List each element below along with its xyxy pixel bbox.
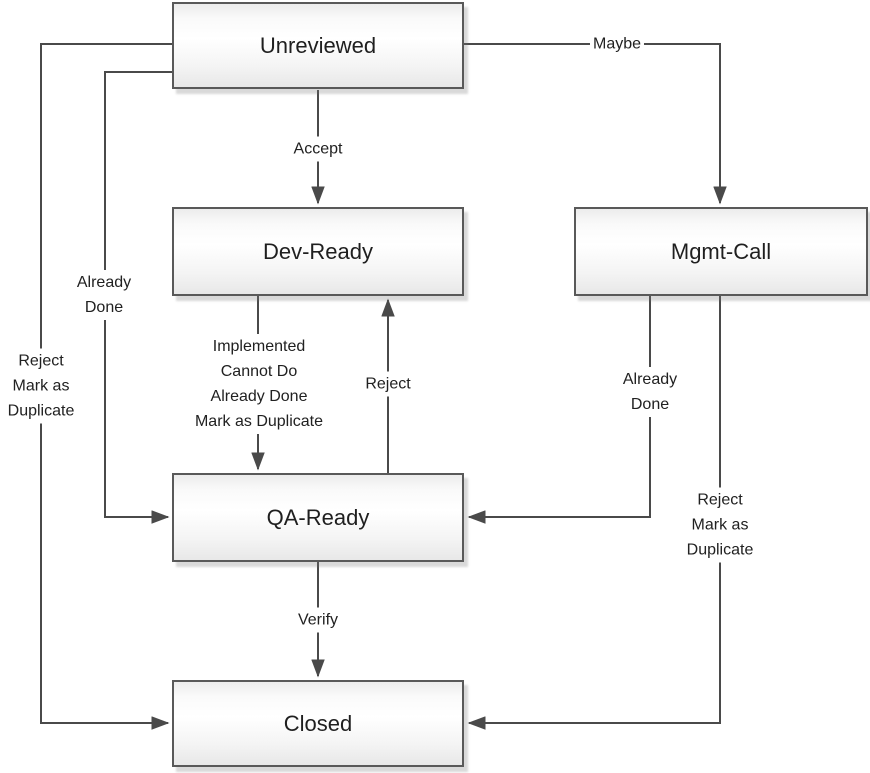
node-closed: Closed bbox=[172, 680, 464, 767]
edge-label-already-done-left: Already Done bbox=[73, 270, 135, 320]
edge-label-implemented-options: Implemented Cannot Do Already Done Mark … bbox=[191, 334, 327, 434]
edge-label-maybe: Maybe bbox=[589, 31, 645, 57]
node-mgmt-call: Mgmt-Call bbox=[574, 207, 868, 296]
edge-unreviewed-to-mgmt-call-line bbox=[464, 43, 727, 205]
edge-label-reject-center: Reject bbox=[362, 371, 414, 397]
node-unreviewed-label: Unreviewed bbox=[259, 32, 377, 58]
node-mgmt-call-label: Mgmt-Call bbox=[670, 238, 772, 264]
edge-label-accept: Accept bbox=[290, 136, 346, 162]
edge-label-reject-duplicate-right: Reject Mark as Duplicate bbox=[683, 487, 757, 563]
node-closed-label: Closed bbox=[283, 710, 353, 736]
edge-mgmt-call-to-closed-line bbox=[467, 296, 721, 730]
edge-label-reject-duplicate-left: Reject Mark as Duplicate bbox=[4, 348, 78, 424]
node-qa-ready: QA-Ready bbox=[172, 473, 464, 562]
node-dev-ready: Dev-Ready bbox=[172, 207, 464, 296]
node-unreviewed: Unreviewed bbox=[172, 2, 464, 89]
edge-label-verify: Verify bbox=[294, 607, 342, 633]
node-dev-ready-label: Dev-Ready bbox=[262, 238, 374, 264]
edge-label-already-done-right: Already Done bbox=[619, 367, 681, 417]
node-qa-ready-label: QA-Ready bbox=[266, 504, 370, 530]
